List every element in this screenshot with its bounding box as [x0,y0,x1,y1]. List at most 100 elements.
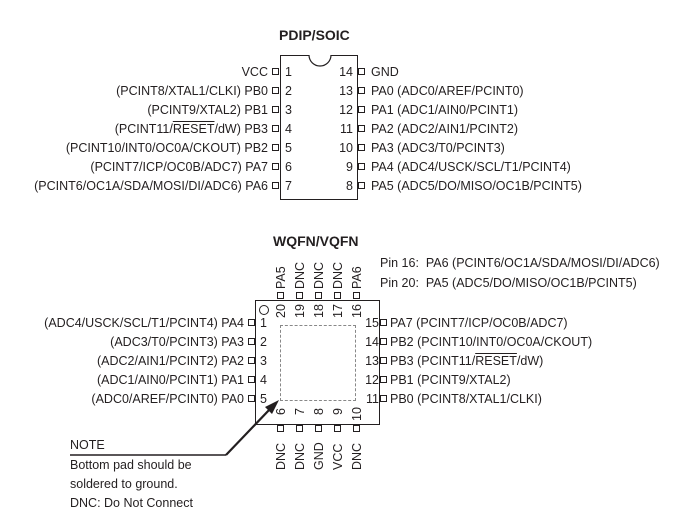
pin-number: 6 [285,160,292,174]
pin-pad [380,376,387,383]
pin-pad [248,376,255,383]
pin-label: PA2 (ADC2/AIN1/PCINT2) [371,122,519,136]
note-line-3: DNC: Do Not Connect [70,496,193,510]
pin-number: 2 [260,335,267,349]
pin-label-post: /dW) [516,354,544,368]
pin-label-pre: PB1 (PCINT9/XTAL2) [390,373,511,387]
pin-label: (ADC4/USCK/SCL/T1/PCINT4) PA4 [44,316,244,330]
pin-label: VCC [241,65,268,79]
pin-pad [248,357,255,364]
pin-number: 15 [365,316,379,330]
pin-number: 4 [285,122,292,136]
pin-label: (PCINT11/RESET/dW) PB3 [115,122,268,136]
pin1-notch [308,54,332,67]
pin-number: 5 [260,392,267,406]
pin-pad [380,395,387,402]
pin-label-pre: PB3 (PCINT11/ [390,354,476,368]
pin-pad [334,425,341,432]
pin-label: GND [371,65,399,79]
qfn-note-pin16: Pin 16: PA6 (PCINT6/OC1A/SDA/MOSI/DI/ADC… [380,256,660,270]
pin-number: 11 [366,392,379,406]
pin-pad [334,292,341,299]
pin-pad [296,292,303,299]
pin-number: 14 [365,335,379,349]
pdip-title: PDIP/SOIC [279,27,350,43]
pin1-dot [259,305,269,315]
pin-label: (ADC0/AREF/PCINT0) PA0 [91,392,244,406]
pin-pad [380,319,387,326]
pin-label: PA3 (ADC3/T0/PCINT3) [371,141,505,155]
pin-label-pre: PB2 (PCINT10/INT0/OC0A/CKOUT) [390,335,593,349]
pin-pad [272,125,279,132]
pin-label: (PCINT9/XTAL2) PB1 [147,103,268,117]
qfn-note-pin20: Pin 20: PA5 (ADC5/DO/MISO/OC1B/PCINT5) [380,276,637,290]
pin-label: (PCINT8/XTAL1/CLKI) PB0 [116,84,268,98]
pin-number: 14 [339,65,353,79]
pin-label: (ADC3/T0/PCINT3) PA3 [110,335,244,349]
pin-pad [277,425,284,432]
pin-number: 3 [260,354,267,368]
pin-label-pre: (PCINT8/XTAL1/CLKI) PB0 [116,84,268,98]
pin-label: PB1 (PCINT9/XTAL2) [390,373,511,387]
pin-number: 12 [339,103,353,117]
pin-number: 5 [285,141,292,155]
pin-number: 8 [346,179,353,193]
pin-number: 1 [285,65,292,79]
note-line-2: soldered to ground. [70,477,178,491]
pin-pad [358,144,365,151]
pin-label-pre: (PCINT9/XTAL2) PB1 [147,103,268,117]
pin-number: 7 [285,179,292,193]
pin-pad [358,68,365,75]
pin-pad [277,292,284,299]
pin-label-ov: RESET [172,122,215,136]
pin-pad [358,87,365,94]
pin-pad [315,292,322,299]
pin-number: 9 [346,160,353,174]
pin-pad [315,425,322,432]
pin-label: PB3 (PCINT11/RESET/dW) [390,354,543,368]
pin-pad [272,182,279,189]
note-line-1: Bottom pad should be [70,458,192,472]
pin-label-ov: RESET [475,354,517,368]
pin-number: 12 [365,373,379,387]
pin-label: (ADC2/AIN1/PCINT2) PA2 [96,354,244,368]
pin-pad [248,338,255,345]
pin-number: 2 [285,84,292,98]
pin-pad [358,125,365,132]
pin-label-pre: (PCINT7/ICP/OC0B/ADC7) PA7 [90,160,268,174]
pin-pad [353,425,360,432]
pin-label: PA5 (ADC5/DO/MISO/OC1B/PCINT5) [371,179,582,193]
pin-pad [358,182,365,189]
pin-label: PA4 (ADC4/USCK/SCL/T1/PCINT4) [371,160,571,174]
pin-label: (PCINT7/ICP/OC0B/ADC7) PA7 [90,160,268,174]
pin-label: PA7 (PCINT7/ICP/OC0B/ADC7) [390,316,568,330]
pin-label: (PCINT6/OC1A/SDA/MOSI/DI/ADC6) PA6 [34,179,268,193]
pin-pad [272,144,279,151]
pin-number: 13 [365,354,379,368]
pin-pad [272,163,279,170]
exposed-pad-outline [280,325,356,401]
pin-label-post: /dW) PB3 [214,122,269,136]
pin-label-pre: PB0 (PCINT8/XTAL1/CLKI) [390,392,542,406]
pin-number: 10 [339,141,353,155]
pin-label: PA0 (ADC0/AREF/PCINT0) [371,84,524,98]
pin-label-pre: PA7 (PCINT7/ICP/OC0B/ADC7) [390,316,568,330]
pin-number: 3 [285,103,292,117]
pin-pad [248,395,255,402]
pin-pad [380,338,387,345]
pin-label: (PCINT10/INT0/OC0A/CKOUT) PB2 [66,141,268,155]
pin-number: 1 [260,316,267,330]
pin-label: PA1 (ADC1/AIN0/PCINT1) [371,103,519,117]
pin-pad [272,106,279,113]
pin-label: PB2 (PCINT10/INT0/OC0A/CKOUT) [390,335,592,349]
pin-number: 13 [339,84,353,98]
pin-pad [358,163,365,170]
pin-label-pre: (PCINT6/OC1A/SDA/MOSI/DI/ADC6) PA6 [34,179,268,193]
qfn-title: WQFN/VQFN [273,233,359,249]
pin-number: 4 [260,373,267,387]
pin-pad [296,425,303,432]
pin-label: (ADC1/AIN0/PCINT1) PA1 [96,373,244,387]
pin-pad [358,106,365,113]
pin-label-pre: (PCINT11/ [114,122,173,136]
